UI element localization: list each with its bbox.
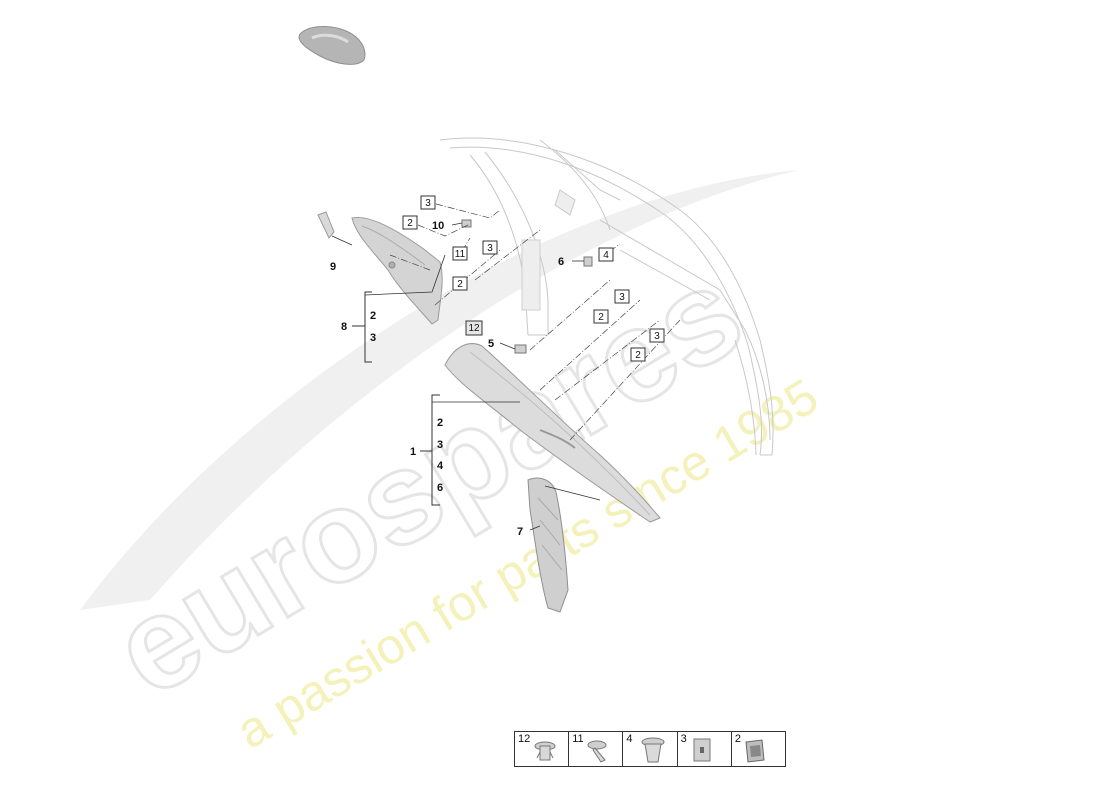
- boxed-ref-3-d: 3: [649, 328, 665, 343]
- legend-label: 2: [734, 733, 741, 745]
- callout-8-item-3: 3: [370, 332, 376, 344]
- part-5-clip: [514, 344, 527, 354]
- boxed-ref-2-b: 2: [452, 276, 468, 291]
- push-clip-icon: [534, 741, 556, 761]
- callout-1-item-3: 3: [437, 439, 443, 451]
- legend-cell-11: 11: [569, 732, 624, 766]
- svg-text:12: 12: [468, 323, 480, 334]
- callout-1-item-4: 4: [437, 460, 444, 472]
- callout-5: 5: [488, 338, 494, 350]
- bracket-part-8: [352, 291, 372, 363]
- svg-text:3: 3: [487, 243, 493, 254]
- svg-text:2: 2: [407, 218, 413, 229]
- boxed-ref-2-c: 2: [593, 309, 609, 324]
- body-frame: [439, 137, 774, 456]
- expansion-nut-icon: [641, 737, 665, 763]
- legend-label: 4: [626, 733, 633, 745]
- boxed-ref-12: 12: [465, 320, 483, 336]
- part-6-fastener: [583, 256, 593, 267]
- svg-text:3: 3: [619, 292, 625, 303]
- boxed-ref-2-d: 2: [630, 347, 646, 362]
- svg-text:2: 2: [635, 350, 641, 361]
- part-9-trim-strip: [317, 211, 353, 246]
- part-8-pillar-trim-upper: [351, 216, 443, 325]
- legend-cell-12: 12: [515, 732, 570, 766]
- boxed-ref-3-a: 3: [420, 195, 436, 210]
- callout-10: 10: [432, 220, 444, 232]
- part-1-pillar-trim: [444, 343, 661, 523]
- legend-cell-3: 3: [678, 732, 732, 766]
- legend-cell-4: 4: [623, 732, 678, 766]
- legend-label: 3: [680, 733, 687, 745]
- svg-text:11: 11: [455, 249, 466, 260]
- boxed-ref-2-a: 2: [402, 215, 418, 230]
- legend-cell-2: 2: [732, 732, 785, 766]
- part-7-lower-trim: [527, 477, 601, 613]
- callout-lines: [364, 222, 584, 531]
- legend-label: 11: [572, 733, 584, 745]
- part-10-fastener: [461, 219, 472, 228]
- svg-text:2: 2: [457, 279, 463, 290]
- boxed-ref-3-b: 3: [482, 240, 498, 255]
- bracket-part-1: [420, 394, 440, 506]
- svg-text:2: 2: [598, 312, 604, 323]
- boxed-ref-11: 11: [452, 246, 468, 261]
- square-pad-icon: [693, 738, 711, 762]
- fastener-legend: 12 11 4 3 2: [514, 731, 786, 767]
- vehicle-thumbnail-icon: [298, 26, 366, 65]
- legend-label: 12: [518, 733, 531, 745]
- svg-text:4: 4: [603, 250, 609, 261]
- callout-1-item-6: 6: [437, 482, 443, 494]
- spring-clip-icon: [745, 739, 765, 763]
- screw-rivet-icon: [587, 740, 607, 763]
- boxed-ref-3-c: 3: [614, 289, 630, 304]
- callout-9: 9: [330, 261, 336, 273]
- callout-1-item-2: 2: [437, 417, 443, 429]
- callout-8: 8: [341, 321, 347, 333]
- callout-6: 6: [558, 256, 564, 268]
- watermark-swoosh: [80, 170, 800, 610]
- callout-7: 7: [517, 526, 523, 538]
- callout-1: 1: [410, 446, 416, 458]
- boxed-ref-4: 4: [598, 247, 614, 262]
- svg-text:3: 3: [425, 198, 431, 209]
- callout-8-item-2: 2: [370, 310, 376, 322]
- svg-text:3: 3: [654, 331, 660, 342]
